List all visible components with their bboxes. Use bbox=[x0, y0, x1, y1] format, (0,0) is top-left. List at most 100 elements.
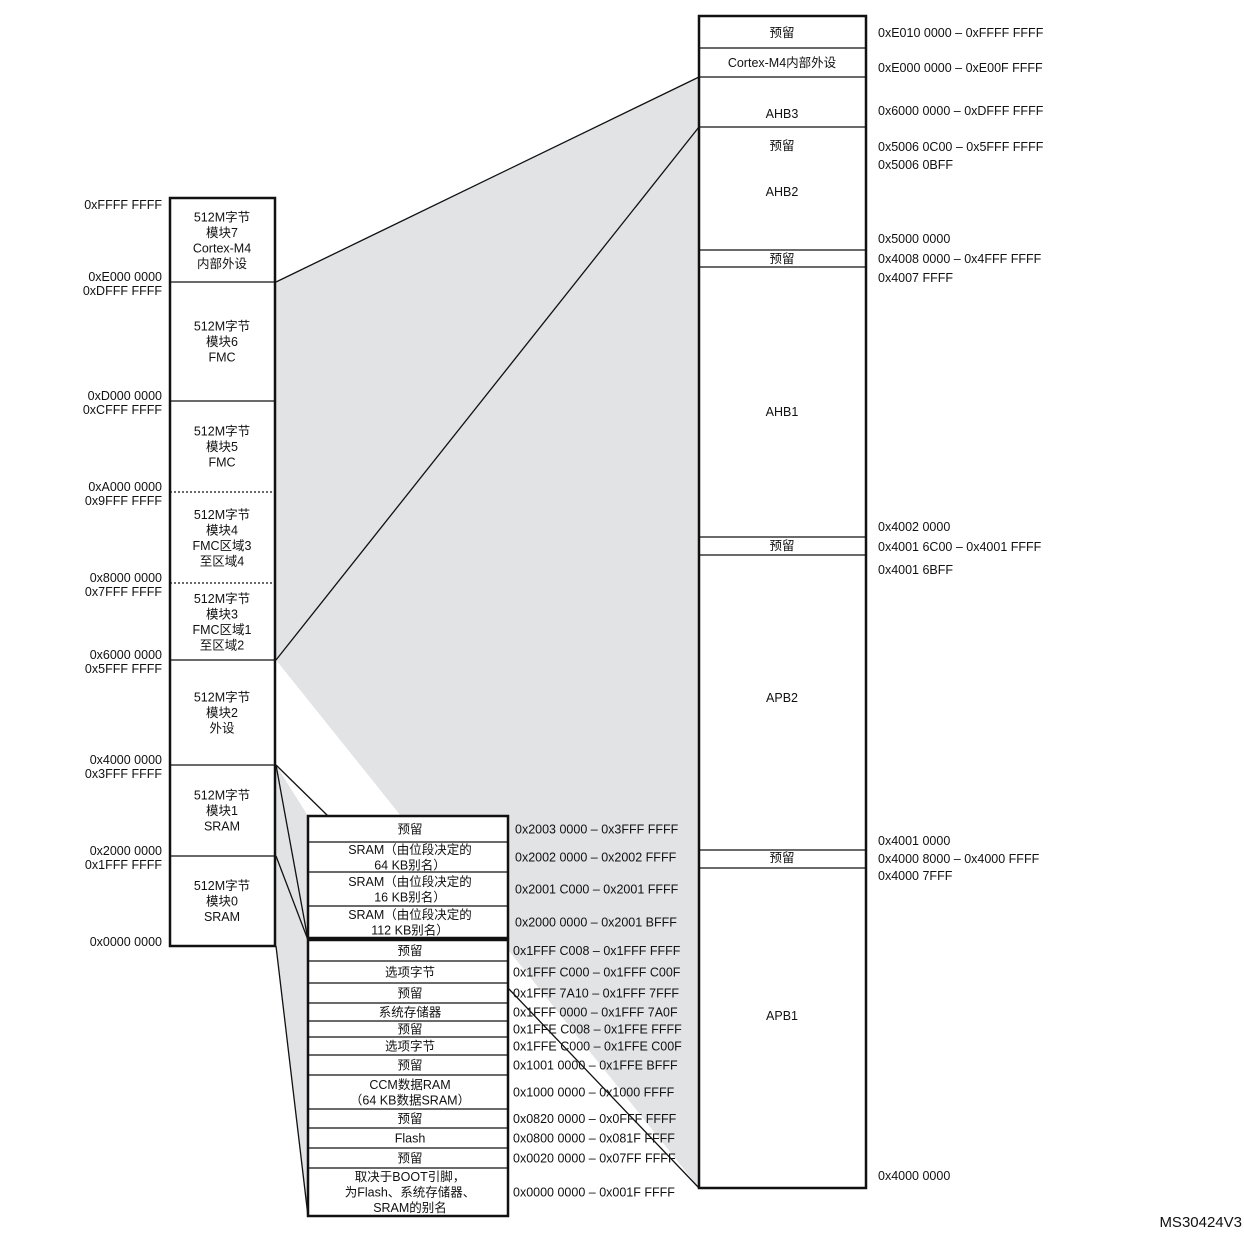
periph-address: 0xE010 0000 – 0xFFFF FFFF bbox=[878, 26, 1044, 40]
code-row-label: 取决于BOOT引脚， bbox=[355, 1169, 465, 1184]
periph-row-label: APB2 bbox=[766, 691, 798, 705]
sram-row-address: 0x2001 C000 – 0x2001 FFFF bbox=[515, 883, 679, 897]
connector-line bbox=[275, 945, 309, 1217]
periph-address: 0x4008 0000 – 0x4FFF FFFF bbox=[878, 252, 1042, 266]
left-address-bottom: 0x4000 0000 bbox=[90, 753, 162, 767]
left-block-label: 模块6 bbox=[206, 335, 238, 349]
code-row-label: 预留 bbox=[397, 987, 422, 1001]
figure-id: MS30424V3 bbox=[1159, 1214, 1242, 1231]
left-address-bottom: 0xE000 0000 bbox=[88, 270, 162, 284]
sram-row-label: 112 KB别名） bbox=[371, 922, 449, 937]
code-row-label: 预留 bbox=[397, 944, 422, 958]
left-block-label: FMC区域1 bbox=[192, 623, 251, 637]
left-block-label: 模块7 bbox=[206, 226, 238, 240]
code-row-label: 为Flash、系统存储器、 bbox=[345, 1185, 476, 1200]
left-address-top: 0x9FFF FFFF bbox=[85, 494, 162, 508]
sram-row-address: 0x2003 0000 – 0x3FFF FFFF bbox=[515, 823, 679, 837]
peripheral-memory-map: 预留 Cortex-M4内部外设 AHB3 预留 AHB2 预留 AHB1 预留 APB2 预留 A… bbox=[697, 14, 1044, 1190]
left-block-label: 模块5 bbox=[206, 440, 238, 454]
code-memory-map: 预留 0x1FFF C008 – 0x1FFF FFFF 选项字节 0x1FFF C0… bbox=[306, 938, 682, 1218]
left-address-top: 0x1FFF FFFF bbox=[85, 858, 162, 872]
periph-row-label: 预留 bbox=[769, 851, 794, 865]
code-row-label: 选项字节 bbox=[385, 1039, 435, 1054]
code-row-address: 0x1FFF C008 – 0x1FFF FFFF bbox=[513, 944, 681, 958]
left-block-label: 512M字节 bbox=[194, 690, 250, 705]
periph-address: 0x5006 0C00 – 0x5FFF FFFF bbox=[878, 140, 1044, 154]
periph-address: 0x6000 0000 – 0xDFFF FFFF bbox=[878, 104, 1044, 118]
code-row-label: 预留 bbox=[397, 1059, 422, 1073]
sram-row-address: 0x2002 0000 – 0x2002 FFFF bbox=[515, 851, 677, 865]
left-block-label: 512M字节 bbox=[194, 209, 250, 224]
periph-row-label: Cortex-M4内部外设 bbox=[728, 55, 837, 70]
periph-address: 0x4002 0000 bbox=[878, 520, 950, 534]
left-address-top: 0x3FFF FFFF bbox=[85, 767, 162, 781]
left-block-label: 至区域4 bbox=[200, 554, 245, 568]
left-address-bottom: 0x0000 0000 bbox=[90, 935, 162, 949]
left-block-label: 512M字节 bbox=[194, 591, 250, 606]
left-block-label: 内部外设 bbox=[197, 256, 248, 271]
code-row-label: SRAM的别名 bbox=[373, 1200, 447, 1215]
code-row-address: 0x1001 0000 – 0x1FFE BFFF bbox=[513, 1059, 678, 1073]
code-row-address: 0x1000 0000 – 0x1000 FFFF bbox=[513, 1086, 675, 1100]
sram-row-label: 64 KB别名） bbox=[374, 857, 446, 872]
left-block-label: 模块1 bbox=[206, 804, 238, 818]
periph-row-label: 预留 bbox=[769, 539, 794, 553]
zoom-region-periph bbox=[276, 127, 699, 1188]
connector-line bbox=[275, 764, 329, 817]
left-block-label: FMC区域3 bbox=[192, 539, 251, 553]
code-row-address: 0x1FFF C000 – 0x1FFF C00F bbox=[513, 966, 681, 980]
periph-address: 0x4000 0000 bbox=[878, 1169, 950, 1183]
periph-row-label: AHB3 bbox=[766, 107, 799, 121]
left-block-label: SRAM bbox=[204, 820, 240, 834]
periph-address: 0x4000 7FFF bbox=[878, 869, 953, 883]
connector-line bbox=[275, 855, 309, 941]
sram-row-address: 0x2000 0000 – 0x2001 BFFF bbox=[515, 916, 677, 930]
left-address-top: 0xFFFF FFFF bbox=[84, 198, 162, 212]
connector-line bbox=[275, 126, 700, 661]
code-row-label: 系统存储器 bbox=[379, 1005, 442, 1020]
left-block-label: 512M字节 bbox=[194, 788, 250, 803]
left-block-label: Cortex-M4 bbox=[193, 241, 251, 255]
periph-address: 0x4001 6C00 – 0x4001 FFFF bbox=[878, 540, 1042, 554]
left-block-label: 模块0 bbox=[206, 895, 238, 909]
periph-row-label: AHB2 bbox=[766, 185, 799, 199]
periph-address: 0x4001 0000 bbox=[878, 834, 950, 848]
left-block-label: 512M字节 bbox=[194, 878, 250, 893]
left-block-label: 512M字节 bbox=[194, 424, 250, 439]
left-block-label: 模块4 bbox=[206, 523, 238, 537]
left-block-label: 模块2 bbox=[206, 706, 238, 720]
left-address-top: 0x5FFF FFFF bbox=[85, 662, 162, 676]
periph-row-label: 预留 bbox=[769, 139, 794, 153]
code-row-label: 预留 bbox=[397, 1112, 422, 1126]
periph-row-label: AHB1 bbox=[766, 405, 799, 419]
code-row-label: CCM数据RAM bbox=[369, 1077, 450, 1092]
left-block-label: SRAM bbox=[204, 910, 240, 924]
periph-row-label: 预留 bbox=[769, 252, 794, 266]
periph-row-label: 预留 bbox=[769, 26, 794, 40]
sram-row-label: 预留 bbox=[397, 823, 422, 837]
left-block-label: 512M字节 bbox=[194, 507, 250, 522]
periph-row-label: APB1 bbox=[766, 1009, 798, 1023]
left-block-label: FMC bbox=[208, 456, 235, 470]
left-address-top: 0xDFFF FFFF bbox=[83, 284, 163, 298]
code-row-label: 预留 bbox=[397, 1152, 422, 1166]
left-block-label: 外设 bbox=[209, 721, 235, 736]
left-address-bottom: 0x6000 0000 bbox=[90, 648, 162, 662]
sram-row-label: SRAM（由位段决定的 bbox=[348, 874, 472, 889]
left-address-top: 0xCFFF FFFF bbox=[83, 403, 163, 417]
code-row-address: 0x1FFE C000 – 0x1FFE C00F bbox=[513, 1040, 682, 1054]
left-address-bottom: 0xA000 0000 bbox=[88, 480, 162, 494]
periph-address: 0x5006 0BFF bbox=[878, 158, 953, 172]
left-block-label: 至区域2 bbox=[200, 638, 245, 652]
left-block-label: FMC bbox=[208, 351, 235, 365]
code-row-label: Flash bbox=[395, 1132, 426, 1146]
code-row-address: 0x0820 0000 – 0x0FFF FFFF bbox=[513, 1112, 677, 1126]
code-row-address: 0x1FFF 7A10 – 0x1FFF 7FFF bbox=[513, 987, 679, 1001]
sram-row-label: SRAM（由位段决定的 bbox=[348, 842, 472, 857]
periph-address: 0x5000 0000 bbox=[878, 232, 950, 246]
left-block-label: 模块3 bbox=[206, 607, 238, 621]
code-row-address: 0x0800 0000 – 0x081F FFFF bbox=[513, 1132, 675, 1146]
left-address-bottom: 0xD000 0000 bbox=[88, 389, 162, 403]
